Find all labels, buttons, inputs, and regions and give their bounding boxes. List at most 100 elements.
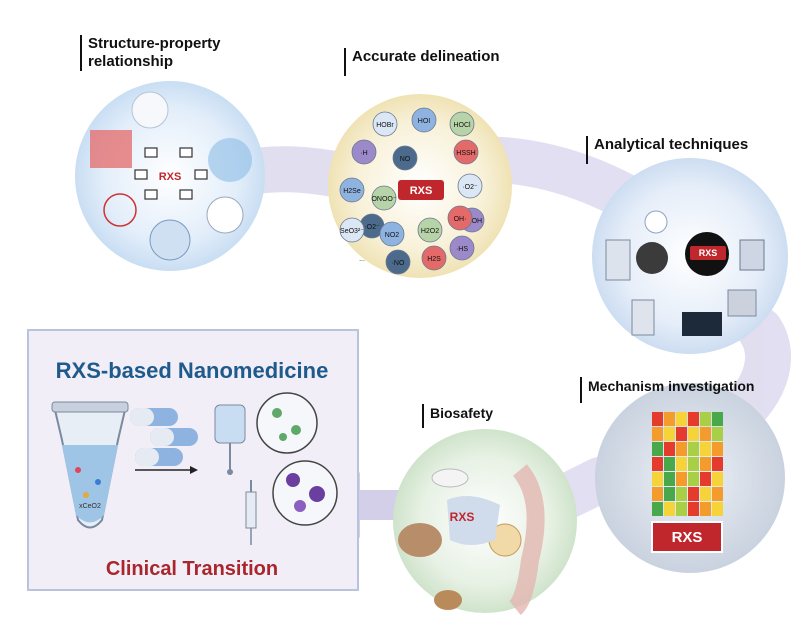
label-biosafety: Biosafety (422, 404, 493, 428)
species-label: ·O2⁻ (364, 224, 380, 231)
heatmap-cell (700, 412, 711, 426)
species-label: ·H (360, 150, 367, 157)
computer-network-icon (134, 147, 208, 200)
species-node (351, 139, 377, 165)
species-node (449, 111, 475, 137)
heatmap-cell (664, 502, 675, 516)
species-label: NO2 (385, 232, 400, 239)
mouse-icon (636, 242, 668, 274)
heatmap-cell (652, 442, 663, 456)
species-node (339, 217, 365, 243)
rabbit-icon (398, 523, 442, 557)
species-label: H2O2 (421, 228, 439, 235)
heatmap-cell (664, 442, 675, 456)
heatmap-cell (700, 427, 711, 441)
species-label: OH· (454, 216, 467, 223)
heatmap-cell (700, 442, 711, 456)
species-label: HOBr (376, 122, 394, 129)
heatmap-cell (700, 502, 711, 516)
test-tube-icon: xCeO2 (51, 401, 129, 529)
species-label: ·HS (456, 246, 468, 253)
heatmap-cell (652, 487, 663, 501)
heatmap-cell (652, 412, 663, 426)
species-node (339, 177, 365, 203)
heatmap-cell (676, 427, 687, 441)
heatmap-cell (676, 412, 687, 426)
heatmap-cell (688, 412, 699, 426)
purple-microbe-circle (272, 460, 338, 526)
species-node (372, 111, 398, 137)
heatmap-cell (688, 472, 699, 486)
heatmap-cell (664, 412, 675, 426)
species-node (371, 185, 397, 211)
heatmap-cell (676, 457, 687, 471)
iv-bag-icon (214, 404, 246, 475)
label-analytical-techniques: Analytical techniques (586, 136, 748, 164)
rat-icon (431, 468, 469, 488)
heatmap-cell (712, 427, 723, 441)
species-label: HOI (418, 118, 431, 125)
delineation-hub-label: RXS (410, 185, 433, 197)
label-structure-property-line2: relationship (88, 53, 174, 70)
heatmap-cell (688, 457, 699, 471)
capsule-icons (130, 408, 198, 466)
heatmap-cell (712, 472, 723, 486)
heatmap-cell (676, 487, 687, 501)
species-node (447, 205, 473, 231)
heatmap-cell (712, 442, 723, 456)
heatmap-cell (688, 502, 699, 516)
species-node (417, 217, 443, 243)
monkey-icon (434, 590, 462, 610)
biosafety-hub-label: RXS (450, 510, 475, 524)
species-node (453, 139, 479, 165)
species-label: SeO3²⁻ (340, 228, 364, 235)
mechanism-circle: RXS (595, 383, 785, 573)
label-structure-property: Structure-property relationship (80, 35, 221, 71)
panel-title: RXS-based Nanomedicine (56, 358, 329, 383)
analytical-circle: RXS (592, 158, 788, 354)
species-label: H2S (427, 256, 441, 263)
tube-label: xCeO2 (79, 503, 101, 510)
label-accurate-delineation: Accurate delineation (344, 48, 500, 76)
species-label: HSSH (456, 150, 475, 157)
structure-circle: RXS (75, 81, 265, 271)
heatmap-cell (676, 442, 687, 456)
heatmap-cell (688, 427, 699, 441)
heatmap-cell (652, 457, 663, 471)
heatmap-cell (664, 427, 675, 441)
heatmap-cell (676, 502, 687, 516)
structure-hub-label: RXS (159, 171, 182, 183)
label-structure-property-line1: Structure-property (88, 35, 221, 52)
panel-subtitle: Clinical Transition (106, 558, 278, 580)
heatmap-cell (652, 427, 663, 441)
species-node (457, 173, 483, 199)
species-label: ONOO⁻ (371, 196, 396, 203)
species-label: HOCl (453, 122, 471, 129)
species-label: NO (400, 156, 411, 163)
species-node (392, 145, 418, 171)
heatmap-cell (652, 502, 663, 516)
species-node (421, 245, 447, 271)
species-node (449, 235, 475, 261)
species-node (385, 249, 411, 275)
species-label: ·NO (392, 260, 405, 267)
heatmap-cell (652, 472, 663, 486)
heatmap-cell (664, 487, 675, 501)
delineation-hub (398, 180, 444, 200)
green-cell-circle (256, 392, 318, 454)
heatmap-cell (712, 412, 723, 426)
heatmap-cell (712, 457, 723, 471)
analytical-hub-label: RXS (699, 248, 718, 258)
species-label: ·O2⁻ (462, 184, 478, 191)
syringe-icon (245, 480, 257, 545)
heatmap-cell (664, 457, 675, 471)
heatmap-cell (664, 472, 675, 486)
heatmap-cell (688, 442, 699, 456)
heatmap-cell (712, 487, 723, 501)
heatmap-icon (652, 412, 723, 516)
species-label: ... (359, 256, 365, 263)
mechanism-hub-label: RXS (672, 529, 703, 546)
label-mechanism-investigation: Mechanism investigation (580, 377, 754, 403)
species-node (411, 107, 437, 133)
